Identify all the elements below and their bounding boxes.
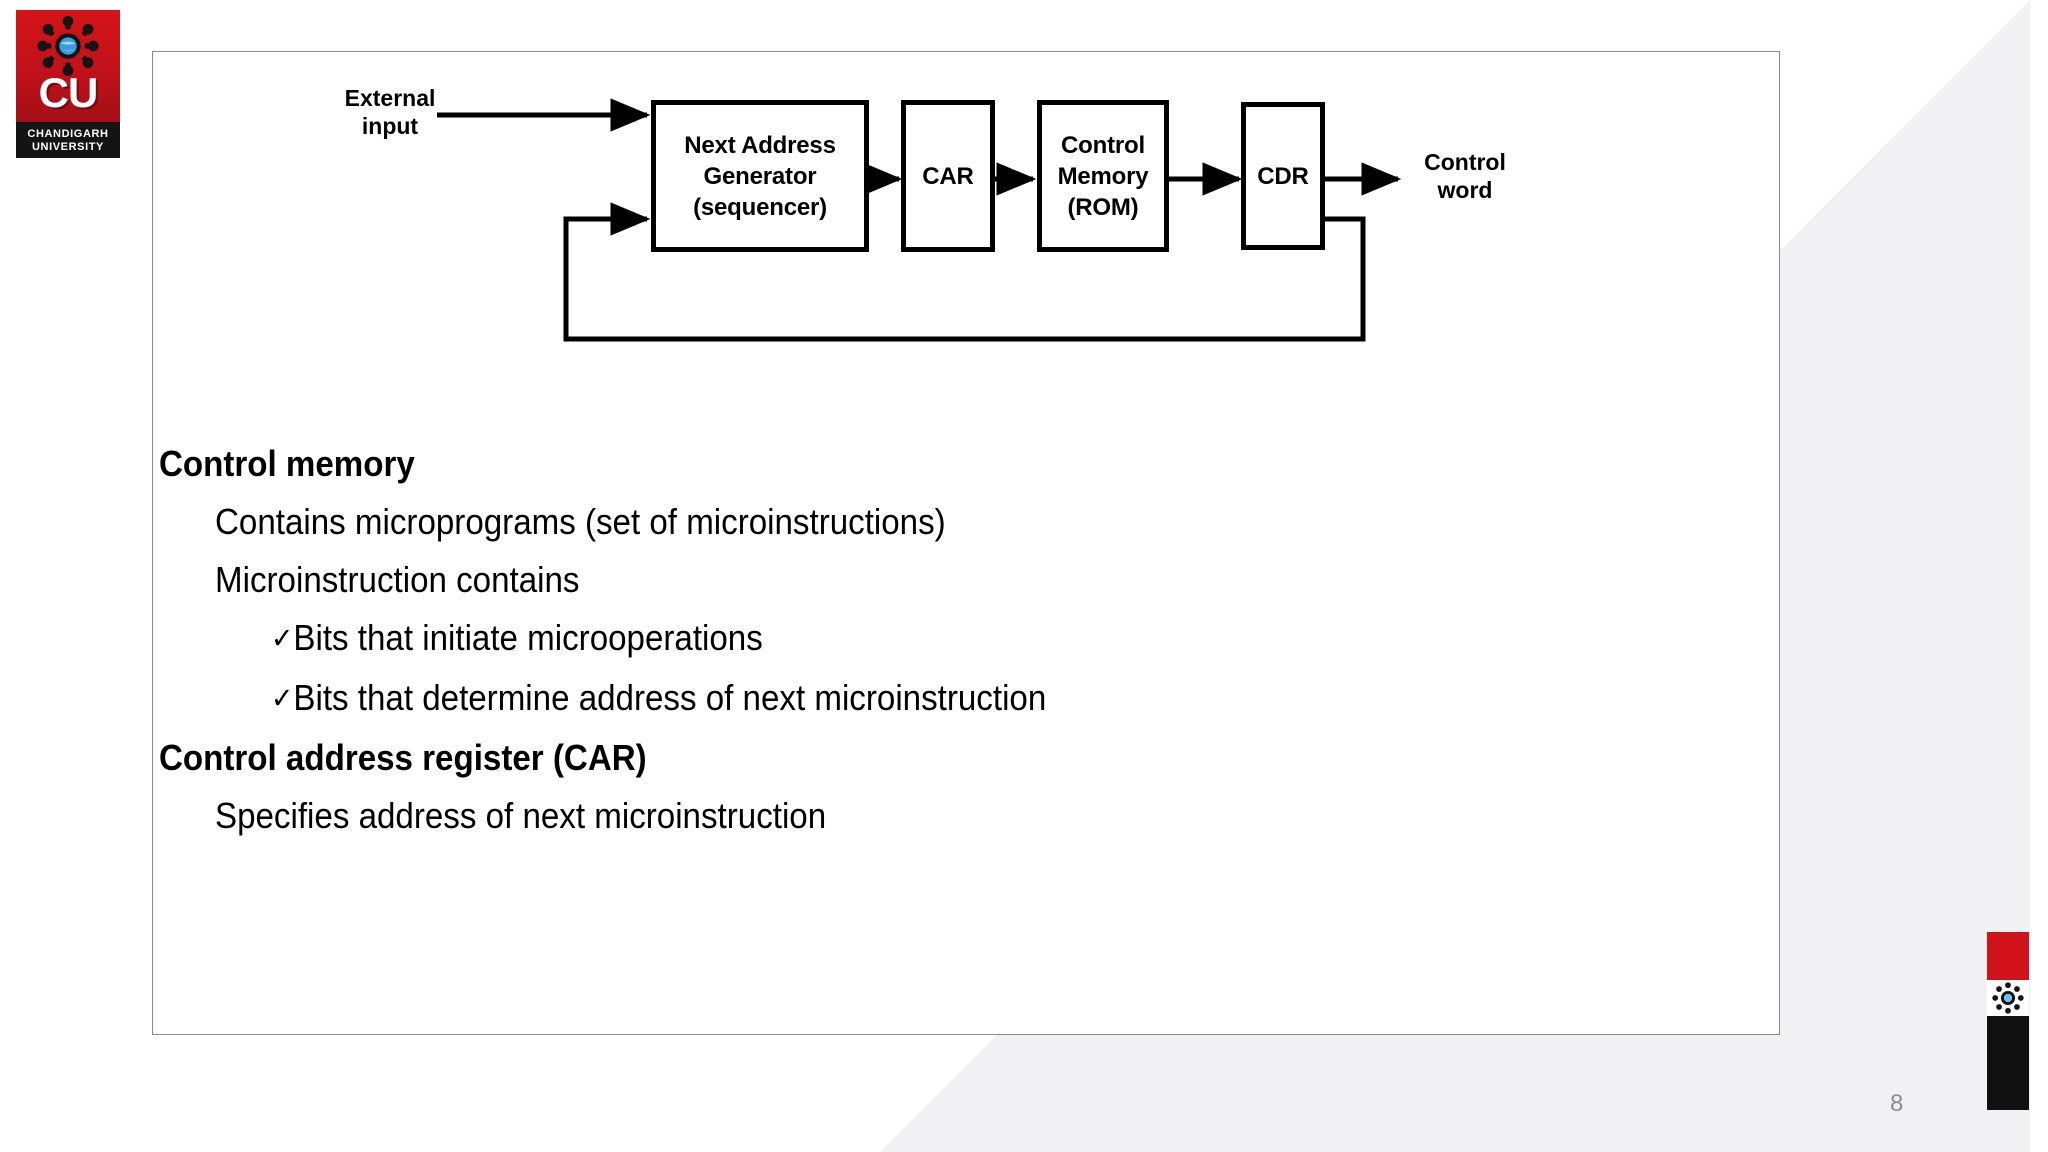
block-control-memory-line2: Memory [1057, 162, 1149, 190]
external-input-label: External input [335, 84, 445, 140]
bullet-control-address-register-text: Control address register (CAR) [159, 737, 647, 778]
block-sequencer-line3: (sequencer) [693, 193, 827, 221]
logo-wordmark: CHANDIGARH UNIVERSITY [16, 122, 120, 158]
block-cdr: CDR [1241, 102, 1325, 250]
bullet-contains-microprograms: Contains microprograms (set of microinst… [215, 498, 1593, 545]
block-control-memory-line3: (ROM) [1067, 193, 1139, 221]
diagram-connectors [437, 98, 1402, 342]
bullet-bits-determine-address: ✓Bits that determine address of next mic… [271, 674, 1598, 723]
background-right-strip [2030, 0, 2048, 1152]
corner-brand-mark [1987, 932, 2029, 1110]
block-sequencer-line2: Generator [703, 162, 817, 190]
check-icon: ✓ [271, 623, 294, 655]
control-word-label: Control word [1405, 148, 1525, 204]
slide-body-text: Control memory Contains microprograms (s… [153, 440, 1713, 850]
bullet-bits-initiate-microoperations: ✓Bits that initiate microoperations [271, 614, 1598, 663]
block-sequencer-line1: Next Address [684, 131, 836, 159]
bullet-microinstruction-contains-text: Microinstruction contains [215, 559, 580, 600]
external-input-label-line1: External [344, 85, 436, 111]
block-control-memory: Control Memory (ROM) [1037, 100, 1169, 252]
block-car: CAR [901, 100, 995, 252]
bullet-control-memory-text: Control memory [159, 443, 415, 484]
block-car-label: CAR [922, 162, 974, 190]
chandigarh-university-logo: CU CHANDIGARH UNIVERSITY [16, 10, 120, 158]
block-next-address-generator: Next Address Generator (sequencer) [651, 100, 869, 252]
external-input-label-line2: input [361, 113, 419, 139]
bullet-microinstruction-contains: Microinstruction contains [215, 556, 1593, 603]
logo-wordmark-line1: CHANDIGARH [27, 127, 109, 140]
control-word-label-line1: Control [1424, 149, 1506, 175]
bullet-contains-microprograms-text: Contains microprograms (set of microinst… [215, 501, 946, 542]
control-word-label-line2: word [1437, 177, 1493, 203]
bullet-control-address-register: Control address register (CAR) [159, 734, 1589, 781]
bullet-bits-determine-address-text: Bits that determine address of next micr… [293, 677, 1047, 718]
logo-wordmark-line2: UNIVERSITY [31, 140, 104, 153]
control-unit-block-diagram: External input Control word Next Address… [153, 52, 1781, 412]
bullet-specifies-address-text: Specifies address of next microinstructi… [215, 795, 827, 836]
block-cdr-label: CDR [1257, 162, 1309, 190]
corner-red-block [1987, 932, 2029, 980]
logo-monogram: CU [38, 69, 99, 116]
block-control-memory-line1: Control [1061, 131, 1145, 159]
gear-globe-icon [34, 16, 102, 76]
bullet-specifies-address: Specifies address of next microinstructi… [215, 792, 1593, 839]
bullet-bits-initiate-microoperations-text: Bits that initiate microoperations [293, 617, 763, 658]
page-number: 8 [1890, 1090, 1904, 1117]
gear-globe-icon [1992, 982, 2024, 1014]
slide-content-frame: External input Control word Next Address… [152, 51, 1780, 1035]
check-icon: ✓ [271, 683, 294, 715]
corner-black-block [1987, 1016, 2029, 1110]
bullet-control-memory: Control memory [159, 440, 1589, 487]
